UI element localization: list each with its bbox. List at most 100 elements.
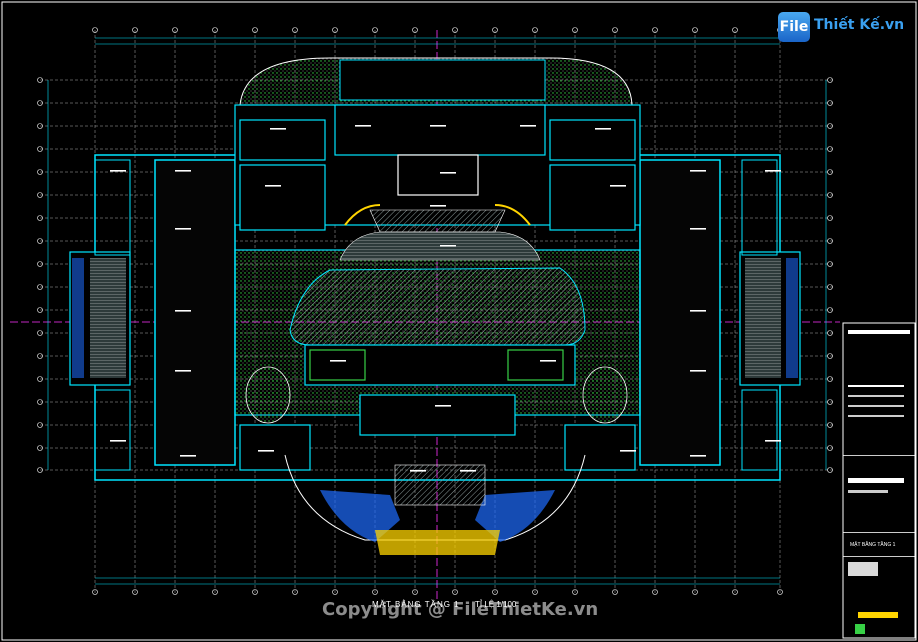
plan-scale: TỈ LỆ 1/100 — [475, 600, 517, 609]
grid-bubble — [532, 589, 538, 595]
room-label — [110, 440, 126, 442]
room-label — [690, 170, 706, 172]
copyright-watermark: Copyright @ FileThietKe.vn — [322, 599, 599, 620]
grid-bubble — [37, 261, 43, 267]
grid-bubble — [492, 27, 498, 33]
grid-bubble — [37, 376, 43, 382]
grid-bubble — [132, 27, 138, 33]
grid-bubble — [692, 589, 698, 595]
grid-bubble — [92, 27, 98, 33]
grid-bubble — [827, 77, 833, 83]
grid-bubble — [37, 192, 43, 198]
grid-bubble — [827, 192, 833, 198]
plan-title: MẶT BẰNG TẦNG 1 — [372, 600, 460, 609]
room-label — [410, 470, 426, 472]
grid-bubble — [37, 123, 43, 129]
title-block[interactable] — [842, 322, 916, 639]
grid-bubble — [827, 467, 833, 473]
room-label — [460, 470, 476, 472]
grid-bubble — [827, 445, 833, 451]
site-logo[interactable]: File Thiết Kế.vn — [778, 12, 910, 42]
grid-bubble — [827, 376, 833, 382]
room-label — [175, 170, 191, 172]
room-label — [180, 455, 196, 457]
grid-bubble — [37, 238, 43, 244]
room-label — [175, 370, 191, 372]
grid-bubble — [37, 146, 43, 152]
grid-bubble — [292, 589, 298, 595]
grid-bubble — [827, 238, 833, 244]
grid-bubble — [292, 27, 298, 33]
grid-bubble — [37, 353, 43, 359]
grid-bubble — [332, 589, 338, 595]
grid-bubble — [37, 467, 43, 473]
room-label — [690, 370, 706, 372]
right-wing — [739, 159, 801, 471]
grid-bubble — [612, 589, 618, 595]
room-label — [435, 405, 451, 407]
grid-bubble — [827, 353, 833, 359]
dimension-lines — [47, 37, 827, 585]
grid-bubble — [692, 27, 698, 33]
room-label — [430, 125, 446, 127]
grid-bubble — [37, 215, 43, 221]
grid-bubble — [92, 589, 98, 595]
left-wing — [69, 159, 131, 471]
grid-bubble — [452, 27, 458, 33]
grid-bubble — [732, 589, 738, 595]
grid-bubble — [37, 330, 43, 336]
grid-bubble — [827, 261, 833, 267]
room-label — [175, 228, 191, 230]
room-label — [355, 125, 371, 127]
grid-bubble — [572, 589, 578, 595]
grid-bubble — [827, 284, 833, 290]
grid-bubble — [827, 215, 833, 221]
grid-bubble — [827, 123, 833, 129]
auditorium-seating — [289, 209, 586, 346]
room-label — [440, 172, 456, 174]
room-label — [270, 128, 286, 130]
grid-bubble — [37, 100, 43, 106]
room-label — [540, 360, 556, 362]
room-label — [595, 128, 611, 130]
room-label — [610, 185, 626, 187]
grid-bubble — [827, 330, 833, 336]
stage-curve — [344, 204, 531, 226]
grid-bubble — [37, 307, 43, 313]
grid-bubble — [37, 422, 43, 428]
grid-bubble — [212, 589, 218, 595]
room-label — [430, 205, 446, 207]
grid-bubble — [827, 146, 833, 152]
grid-bubble — [827, 100, 833, 106]
grid-bubble — [372, 589, 378, 595]
room-label — [690, 228, 706, 230]
logo-text: Thiết Kế.vn — [814, 17, 905, 33]
grid-bubble — [252, 27, 258, 33]
grid-bubble — [492, 589, 498, 595]
lower-rooms — [239, 344, 636, 471]
grid-bubble — [37, 399, 43, 405]
grid-bubble — [37, 77, 43, 83]
grid-bubble — [572, 27, 578, 33]
rear-entrance — [284, 454, 586, 555]
grid-bubble — [252, 589, 258, 595]
grid-bubble — [132, 589, 138, 595]
room-label — [440, 245, 456, 247]
grid-bubble — [732, 27, 738, 33]
grid-bubbles — [37, 27, 833, 595]
grid-bubble — [827, 169, 833, 175]
grid-bubble — [37, 284, 43, 290]
front-landscape — [239, 57, 633, 106]
grid-bubble — [612, 27, 618, 33]
room-label — [690, 310, 706, 312]
room-label — [690, 455, 706, 457]
grid-bubble — [172, 589, 178, 595]
room-labels — [110, 125, 781, 472]
grid-bubble — [332, 27, 338, 33]
grid-bubble — [827, 399, 833, 405]
grid-bubble — [827, 422, 833, 428]
room-label — [765, 170, 781, 172]
room-label — [258, 450, 274, 452]
